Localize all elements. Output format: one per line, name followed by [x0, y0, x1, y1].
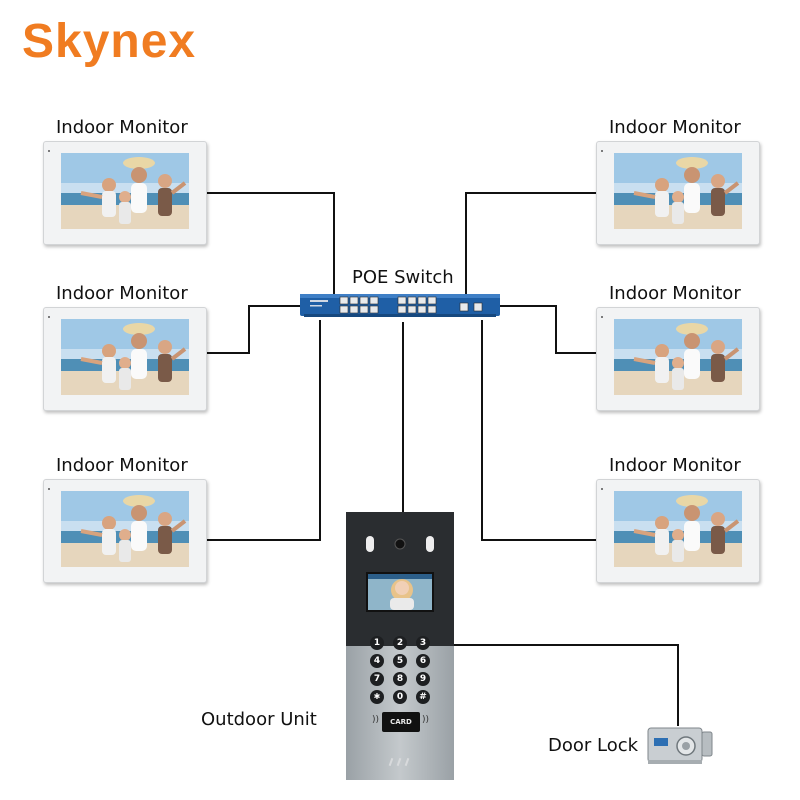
- key-7[interactable]: 7: [370, 672, 384, 686]
- monitor-screen-photo: [61, 491, 189, 567]
- outdoor-unit: 1 2 3 4 5 6 7 8 9 ✱ 0 # CARD )) )): [346, 512, 454, 780]
- indoor-monitor-right-2: [596, 307, 760, 411]
- label-monitor-right-3: Indoor Monitor: [609, 455, 741, 476]
- camera-dot: [48, 316, 50, 318]
- monitor-screen-photo: [61, 319, 189, 395]
- monitor-screen-photo: [61, 153, 189, 229]
- label-monitor-left-3: Indoor Monitor: [56, 455, 188, 476]
- label-outdoor-unit: Outdoor Unit: [201, 709, 317, 730]
- key-star[interactable]: ✱: [370, 690, 384, 704]
- key-6[interactable]: 6: [416, 654, 430, 668]
- wire-lock: [454, 644, 679, 726]
- label-monitor-left-2: Indoor Monitor: [56, 283, 188, 304]
- wire-left-2: [206, 305, 302, 354]
- indoor-monitor-right-3: [596, 479, 760, 583]
- outdoor-unit-panel: [346, 512, 454, 780]
- key-1[interactable]: 1: [370, 636, 384, 650]
- indoor-monitor-left-3: [43, 479, 207, 583]
- label-monitor-left-1: Indoor Monitor: [56, 117, 188, 138]
- key-2[interactable]: 2: [393, 636, 407, 650]
- monitor-screen-photo: [614, 491, 742, 567]
- wire-left-1: [206, 192, 335, 296]
- monitor-screen-photo: [614, 319, 742, 395]
- label-monitor-right-2: Indoor Monitor: [609, 283, 741, 304]
- card-reader-label: CARD: [390, 718, 412, 726]
- camera-dot: [601, 316, 603, 318]
- key-4[interactable]: 4: [370, 654, 384, 668]
- poe-switch: [300, 294, 500, 317]
- key-8[interactable]: 8: [393, 672, 407, 686]
- indoor-monitor-left-1: [43, 141, 207, 245]
- key-0[interactable]: 0: [393, 690, 407, 704]
- wire-right-2: [500, 305, 598, 354]
- key-3[interactable]: 3: [416, 636, 430, 650]
- monitor-screen-photo: [614, 153, 742, 229]
- rfid-wave-icon: )): [372, 715, 380, 725]
- label-monitor-right-1: Indoor Monitor: [609, 117, 741, 138]
- door-lock: [647, 727, 713, 764]
- brand-logo: Skynex: [22, 15, 197, 68]
- wire-left-3: [206, 320, 321, 541]
- key-5[interactable]: 5: [393, 654, 407, 668]
- key-hash[interactable]: #: [416, 690, 430, 704]
- wire-right-3: [481, 320, 598, 541]
- camera-dot: [601, 488, 603, 490]
- key-9[interactable]: 9: [416, 672, 430, 686]
- indoor-monitor-left-2: [43, 307, 207, 411]
- wire-right-1: [465, 192, 598, 296]
- camera-dot: [48, 488, 50, 490]
- rfid-wave-icon: )): [422, 715, 430, 725]
- label-poe-switch: POE Switch: [352, 267, 454, 288]
- indoor-monitor-right-1: [596, 141, 760, 245]
- label-door-lock: Door Lock: [548, 735, 639, 756]
- keypad: 1 2 3 4 5 6 7 8 9 ✱ 0 #: [370, 636, 434, 704]
- camera-dot: [48, 150, 50, 152]
- camera-dot: [601, 150, 603, 152]
